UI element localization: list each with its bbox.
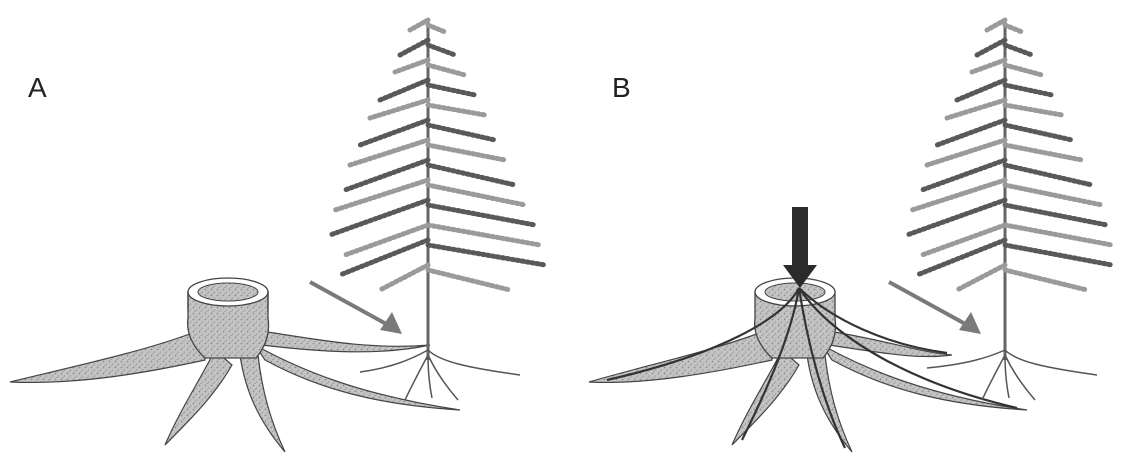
conifer-sapling-icon (907, 20, 1112, 400)
conifer-sapling-icon (330, 20, 545, 400)
tree-stump-icon (589, 278, 1027, 452)
gray-diagonal-arrow-icon (310, 282, 402, 334)
panel-b-illustration (567, 0, 1134, 460)
black-down-arrow-icon (783, 207, 817, 288)
gray-diagonal-arrow-icon (889, 282, 981, 334)
panel-a: A (0, 0, 567, 460)
panel-a-illustration (0, 0, 567, 460)
panel-b: B (567, 0, 1134, 460)
